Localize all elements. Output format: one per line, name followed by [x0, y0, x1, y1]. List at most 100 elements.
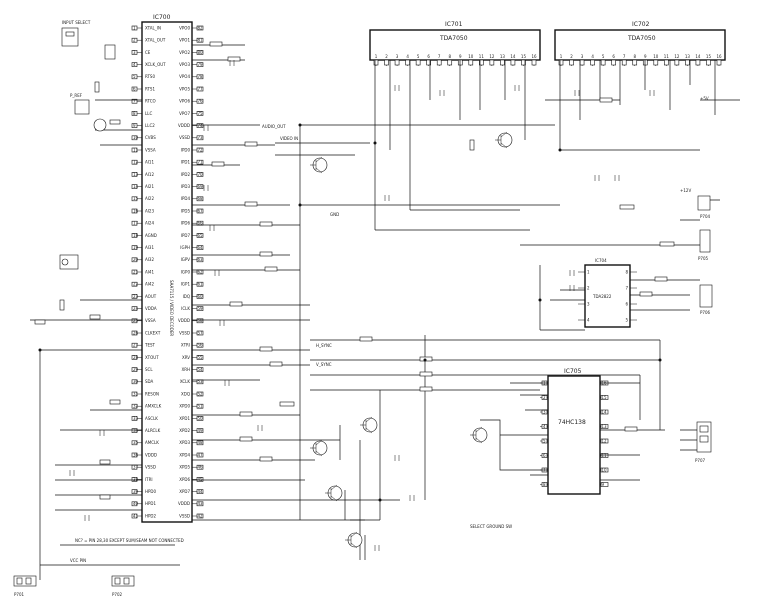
ic701-pin-number: 13: [500, 54, 506, 59]
net-vcc: +5V: [700, 96, 709, 101]
main-ic-pin-label: VPO4: [179, 74, 190, 79]
main-ic-pin-number: 11: [133, 147, 139, 152]
main-ic-pin-number: 35: [133, 440, 139, 445]
main-ic-pin-box: [196, 403, 204, 409]
ic705-pin-box: [541, 482, 548, 487]
ic702-pin-number: 6: [612, 54, 615, 59]
main-ic-pin-box: [196, 74, 204, 80]
ic701-pin-box: [436, 59, 442, 66]
net-video-in: VIDEO IN: [280, 136, 298, 141]
main-ic-pin-label: AGND: [145, 233, 157, 238]
main-ic-pin-label: VPO6: [179, 99, 190, 104]
main-ic-pin-box: [131, 98, 138, 104]
ic701-pin-number: 12: [489, 54, 495, 59]
connector-rt2-label: P705: [698, 256, 709, 261]
main-ic-pin-number: 73: [198, 135, 204, 140]
ic702-pin-number: 11: [664, 54, 670, 59]
ic702-pin-number: 9: [644, 54, 647, 59]
main-ic-pin-box: [131, 501, 138, 507]
main-ic-pin-number: 5: [133, 74, 136, 79]
main-ic-pin-box: [131, 391, 138, 397]
main-ic-pin-number: 75: [198, 111, 204, 116]
main-ic-pin-box: [131, 233, 138, 238]
ic705-pin-number: 8: [543, 482, 546, 487]
ic705-ref: IC705: [564, 368, 582, 375]
main-ic-pin-number: 60: [198, 294, 204, 299]
main-ic-pin-box: [131, 489, 138, 494]
ic705-body: [547, 375, 601, 495]
ic701-part: TDA7050: [439, 35, 468, 42]
ic701-pin-box: [510, 59, 516, 66]
ic702-pin-number: 12: [674, 54, 680, 59]
main-ic-pin-label: IGP0: [181, 269, 191, 274]
ic704-pin-number: 6: [625, 302, 628, 307]
main-ic-pin-box: [196, 464, 204, 470]
main-ic-pin-label: VDDD: [178, 318, 190, 323]
ic701-pin-box: [468, 59, 474, 66]
net-hsync: H_SYNC: [316, 343, 332, 348]
ic702-pin-number: 15: [706, 54, 712, 59]
connector-p707: P707: [695, 421, 712, 463]
main-ic-pin-box: [196, 25, 204, 31]
main-ic-pin-number: 15: [133, 196, 139, 201]
main-ic-pin-number: 40: [133, 501, 139, 506]
main-ic-pin-label: IGP1: [181, 282, 191, 287]
main-ic-pin-label: SCL: [145, 367, 153, 372]
ic702-pin-number: 8: [633, 54, 636, 59]
main-ic-pin-number: 33: [133, 416, 139, 421]
main-ic-pin-box: [131, 196, 138, 202]
ic702-body: [554, 29, 726, 61]
main-ic-body: [141, 21, 193, 523]
main-ic-pin-number: 69: [198, 184, 204, 189]
main-ic-pin-label: AI42: [145, 282, 154, 287]
ic705-pin-box: [600, 424, 609, 429]
main-ic-pin-label: VSSD: [179, 513, 190, 518]
main-ic-pin-number: 59: [198, 306, 204, 311]
main-ic-pin-box: [196, 233, 204, 238]
main-ic-pin-number: 34: [133, 428, 139, 433]
main-ic-pin-box: [196, 37, 204, 43]
main-ic-pin-label: AOUT: [145, 294, 157, 299]
main-ic-pin-label: VPO3: [179, 62, 190, 67]
main-ic-pin-box: [131, 208, 138, 214]
ic702-pin-box: [685, 59, 690, 66]
main-ic-pin-label: AI41: [145, 269, 154, 274]
main-ic-pin-box: [131, 74, 138, 80]
ic701-pin-number: 3: [396, 54, 399, 59]
main-ic-pin-box: [131, 25, 138, 31]
main-ic-pin-label: ASCLK: [145, 416, 158, 421]
main-ic-pin-label: VDDD: [145, 452, 157, 457]
main-ic-pin-box: [131, 355, 138, 360]
ic704-pin-number: 4: [587, 318, 590, 323]
main-ic-pin-box: [131, 220, 138, 226]
ic705-pin-number: 11: [602, 453, 608, 458]
ic702-pin-number: 1: [560, 54, 563, 59]
main-ic-pin-number: 77: [198, 86, 204, 91]
ic705-pin-box: [541, 453, 548, 458]
main-ic-pin-number: 53: [198, 379, 204, 384]
ic701-pin-box: [500, 59, 505, 66]
main-ic-pin-box: [131, 342, 138, 348]
main-ic-part: SAA7115 / VIDEO DECODER: [169, 280, 174, 336]
main-ic-pin-number: 66: [198, 221, 204, 226]
note-bottom-mid: SELECT GROUND SW: [470, 524, 512, 529]
ic701-pin-box: [447, 59, 453, 66]
main-ic-pin-number: 50: [198, 416, 204, 421]
ic705-pin-number: 2: [543, 395, 546, 400]
main-ic-pin-number: 14: [133, 184, 139, 189]
main-ic-pin-box: [196, 477, 204, 482]
main-ic-pin-label: XPD6: [179, 477, 190, 482]
main-ic-pin-box: [131, 513, 138, 519]
connector-p706: P706: [699, 284, 713, 315]
ic701-pin-box: [426, 59, 431, 66]
main-ic-pin-number: 78: [198, 74, 204, 79]
ic702-ref: IC702: [632, 21, 650, 28]
ic705-pin-box: [600, 395, 609, 400]
main-ic-pin-box: [196, 50, 204, 55]
main-ic-pin-number: 30: [133, 379, 139, 384]
main-ic-pin-label: VSSD: [179, 135, 190, 140]
main-ic-pin-box: [131, 245, 138, 250]
ic702-pin-box: [653, 59, 659, 66]
main-ic-pin-box: [131, 269, 138, 275]
